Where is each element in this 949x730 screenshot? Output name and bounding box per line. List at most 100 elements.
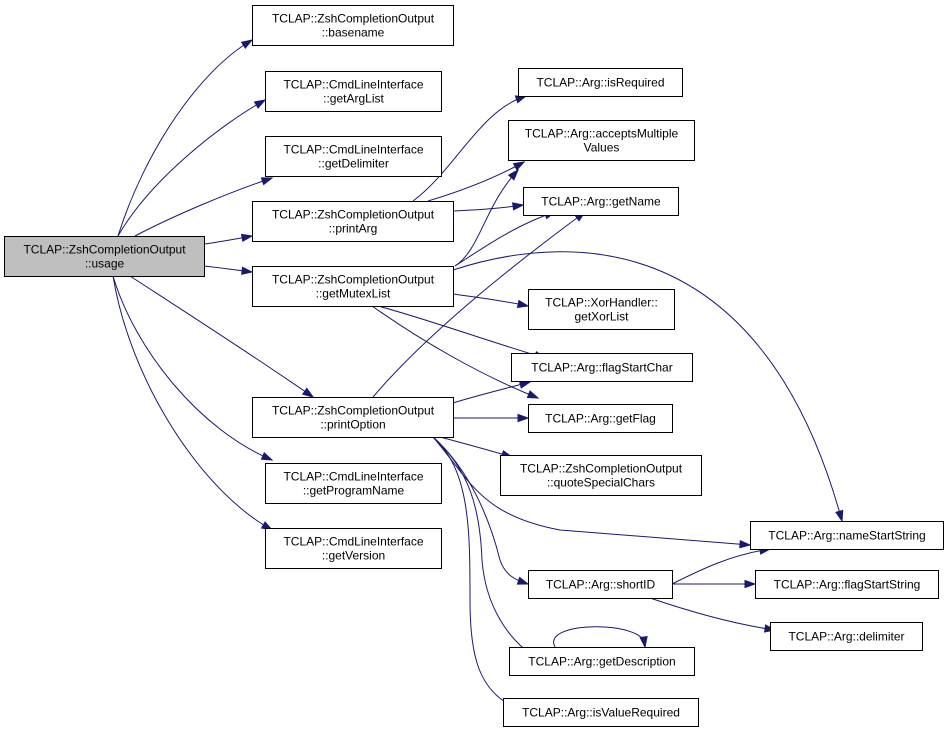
node-getVersion[interactable]: TCLAP::CmdLineInterface::getVersion	[265, 528, 442, 569]
edge-line	[112, 275, 273, 461]
node-box	[755, 570, 939, 599]
node-label-line: TCLAP::CmdLineInterface	[283, 470, 423, 484]
edge-arrowhead	[260, 177, 274, 186]
edge-arrowhead	[512, 202, 525, 211]
node-box	[503, 698, 699, 727]
node-label-line: ::getProgramName	[303, 484, 405, 498]
node-box	[528, 570, 673, 599]
node-label-line: ::quoteSpecialChars	[547, 476, 655, 490]
node-isRequired[interactable]: TCLAP::Arg::isRequired	[518, 68, 683, 97]
edge-usage-to-getVersion	[112, 275, 274, 531]
node-box	[528, 289, 675, 330]
node-box	[511, 353, 693, 382]
node-label-line: Values	[584, 141, 620, 155]
edge-arrowhead	[301, 387, 315, 398]
node-label-line: TCLAP::Arg::shortID	[546, 578, 656, 592]
edge-line	[553, 626, 646, 648]
node-box	[518, 68, 683, 97]
node-label-line: ::getMutexList	[316, 287, 391, 301]
node-box	[750, 521, 944, 550]
edge-printArg-to-getName	[452, 202, 525, 212]
node-quoteSpecialChars[interactable]: TCLAP::ZshCompletionOutput::quoteSpecial…	[500, 455, 702, 496]
edge-usage-to-basename	[117, 39, 254, 237]
node-getName[interactable]: TCLAP::Arg::getName	[523, 187, 679, 216]
node-label-line: ::getDelimiter	[318, 157, 389, 171]
node-box	[265, 463, 442, 504]
node-label-line: TCLAP::CmdLineInterface	[283, 143, 423, 157]
edge-printOption-to-shortID	[432, 436, 530, 585]
node-box	[265, 136, 442, 177]
edge-line	[432, 436, 529, 585]
node-box	[265, 528, 442, 569]
node-box	[770, 622, 923, 651]
edge-line	[371, 305, 539, 399]
node-printArg[interactable]: TCLAP::ZshCompletionOutput::printArg	[252, 201, 454, 242]
node-shortID[interactable]: TCLAP::Arg::shortID	[528, 570, 673, 599]
edge-arrowhead	[639, 636, 648, 649]
node-label-line: ::getArgList	[323, 92, 384, 106]
edge-arrowhead	[240, 39, 254, 50]
edge-line	[372, 211, 586, 398]
edge-usage-to-printOption	[129, 275, 315, 398]
node-label-line: getXorList	[574, 310, 629, 324]
edge-line	[427, 161, 525, 202]
node-nameStartString[interactable]: TCLAP::Arg::nameStartString	[750, 521, 944, 550]
node-label-line: TCLAP::Arg::nameStartString	[768, 529, 925, 543]
node-label-line: TCLAP::CmdLineInterface	[283, 535, 423, 549]
node-getMutexList[interactable]: TCLAP::ZshCompletionOutput::getMutexList	[252, 266, 454, 307]
node-label-line: ::getVersion	[322, 549, 385, 563]
edge-getMutexList-to-nameStartString	[452, 251, 844, 523]
node-usage[interactable]: TCLAP::ZshCompletionOutput::usage	[4, 236, 205, 277]
node-basename[interactable]: TCLAP::ZshCompletionOutput::basename	[252, 5, 454, 46]
node-getFlag[interactable]: TCLAP::Arg::getFlag	[528, 404, 673, 433]
node-label-line: TCLAP::ZshCompletionOutput	[272, 12, 435, 26]
node-box	[528, 404, 673, 433]
node-getDescription[interactable]: TCLAP::Arg::getDescription	[509, 647, 695, 676]
nodes-layer: TCLAP::ZshCompletionOutput::usageTCLAP::…	[4, 5, 944, 727]
edge-printOption-to-getFlag	[453, 413, 530, 423]
node-flagStartChar[interactable]: TCLAP::Arg::flagStartChar	[511, 353, 693, 382]
edge-getMutexList-to-flagStartChar	[377, 305, 547, 360]
node-box	[252, 201, 454, 242]
node-label-line: TCLAP::Arg::delimiter	[788, 630, 904, 644]
edge-arrowhead	[518, 380, 532, 389]
edge-getMutexList-to-getXorList	[452, 293, 530, 308]
node-isValueRequired[interactable]: TCLAP::Arg::isValueRequired	[503, 698, 699, 727]
node-box	[523, 187, 679, 216]
node-label-line: TCLAP::Arg::acceptsMultiple	[525, 127, 679, 141]
edge-usage-to-printArg	[203, 233, 254, 245]
node-getArgList[interactable]: TCLAP::CmdLineInterface::getArgList	[265, 71, 442, 112]
edge-shortID-to-flagStartString	[672, 579, 757, 589]
edge-line	[412, 95, 527, 202]
node-box	[252, 266, 454, 307]
edge-line	[671, 548, 771, 585]
node-box	[265, 71, 442, 112]
edge-arrowhead	[512, 161, 526, 171]
node-getProgramName[interactable]: TCLAP::CmdLineInterface::getProgramName	[265, 463, 442, 504]
edge-arrowhead	[739, 539, 752, 549]
edge-line	[112, 275, 273, 531]
node-printOption[interactable]: TCLAP::ZshCompletionOutput::printOption	[252, 397, 454, 438]
node-flagStartString[interactable]: TCLAP::Arg::flagStartString	[755, 570, 939, 599]
node-label-line: ::basename	[322, 26, 385, 40]
node-box	[252, 5, 454, 46]
edge-arrowhead	[526, 390, 540, 399]
edge-line	[454, 211, 556, 267]
node-label-line: TCLAP::Arg::isRequired	[536, 76, 664, 90]
node-getXorList[interactable]: TCLAP::XorHandler::getXorList	[528, 289, 675, 330]
node-delimiter[interactable]: TCLAP::Arg::delimiter	[770, 622, 923, 651]
edge-printArg-to-acceptsMultipleValues	[427, 161, 526, 202]
edge-arrowhead	[241, 266, 254, 275]
edge-arrowhead	[253, 99, 267, 109]
edge-getMutexList-to-acceptsMultipleValues	[454, 168, 520, 267]
node-label-line: TCLAP::Arg::getName	[541, 195, 661, 209]
node-label-line: TCLAP::Arg::getDescription	[528, 655, 675, 669]
edge-line	[452, 251, 843, 522]
edge-line	[454, 169, 519, 267]
node-getDelimiter[interactable]: TCLAP::CmdLineInterface::getDelimiter	[265, 136, 442, 177]
node-label-line: TCLAP::ZshCompletionOutput	[272, 273, 435, 287]
edge-line	[649, 597, 776, 631]
node-box	[252, 397, 454, 438]
